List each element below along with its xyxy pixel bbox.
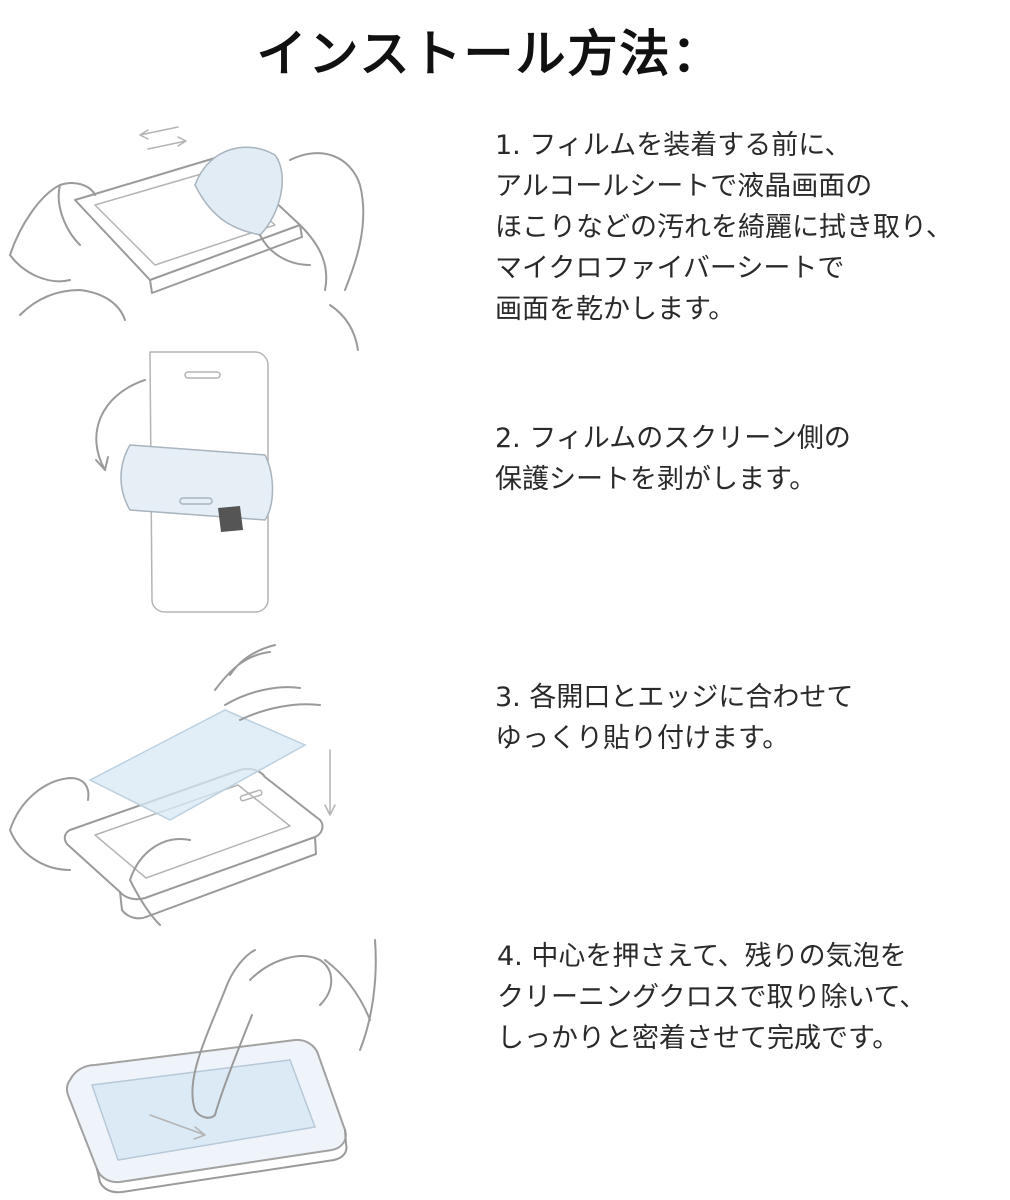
step-1: 1. フィルムを装着する前に、 アルコールシートで液晶画面の ほこりなどの汚れを… — [0, 115, 1010, 355]
step-1-line-4: マイクロファイバーシートで — [495, 253, 845, 284]
apply-film-illustration — [0, 630, 380, 930]
step-1-line-1: 1. フィルムを装着する前に、 — [495, 130, 852, 161]
step-1-line-3: ほこりなどの汚れを綺麗に拭き取り、 — [495, 212, 953, 243]
step-1-line-2: アルコールシートで液晶画面の — [495, 171, 873, 202]
page-title: インストール方法： — [256, 25, 724, 83]
step-1-text: 1. フィルムを装着する前に、 アルコールシートで液晶画面の ほこりなどの汚れを… — [495, 125, 953, 330]
step-3-line-1: 3. 各開口とエッジに合わせて — [495, 682, 854, 713]
press-bubbles-illustration — [0, 920, 380, 1200]
step-3-text: 3. 各開口とエッジに合わせて ゆっくり貼り付けます。 — [495, 677, 853, 759]
step-2: 2. フィルムのスクリーン側の 保護シートを剥がします。 — [0, 340, 1010, 630]
step-1-line-5: 画面を乾かします。 — [495, 294, 736, 325]
step-4-line-1: 4. 中心を押さえて、残りの気泡を — [497, 941, 907, 972]
step-2-text: 2. フィルムのスクリーン側の 保護シートを剥がします。 — [495, 418, 851, 500]
step-2-line-1: 2. フィルムのスクリーン側の — [495, 423, 851, 454]
step-3-line-2: ゆっくり貼り付けます。 — [495, 723, 790, 754]
step-2-line-2: 保護シートを剥がします。 — [495, 464, 817, 495]
peel-film-illustration — [0, 340, 380, 630]
step-4-line-3: しっかりと密着させて完成です。 — [497, 1023, 900, 1054]
step-3: 3. 各開口とエッジに合わせて ゆっくり貼り付けます。 — [0, 630, 1010, 930]
step-4-text: 4. 中心を押さえて、残りの気泡を クリーニングクロスで取り除いて、 しっかりと… — [497, 936, 926, 1059]
step-4: 4. 中心を押さえて、残りの気泡を クリーニングクロスで取り除いて、 しっかりと… — [0, 920, 1010, 1200]
wipe-screen-illustration — [0, 115, 380, 355]
step-4-line-2: クリーニングクロスで取り除いて、 — [497, 982, 927, 1013]
